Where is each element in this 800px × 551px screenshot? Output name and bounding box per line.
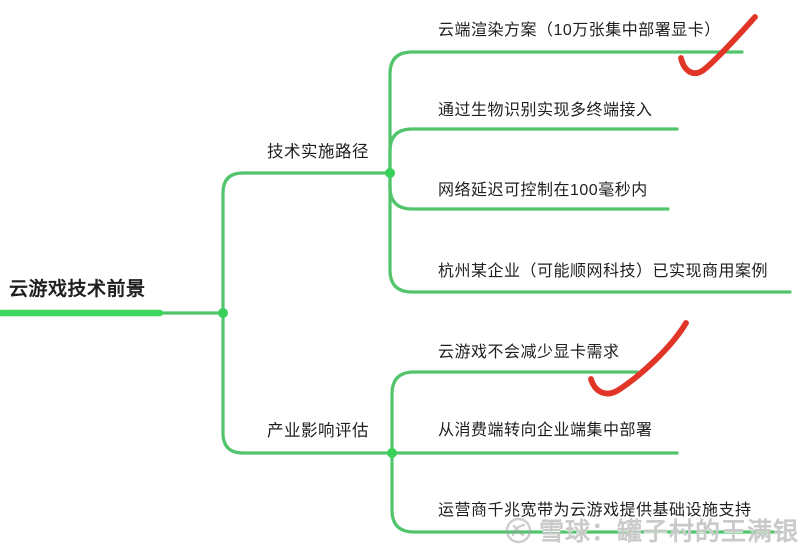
- red-checkmark-icon: [588, 320, 689, 397]
- connector-root-to-branch1: [221, 171, 392, 315]
- mindmap-root-node[interactable]: 云游戏技术前景: [9, 279, 146, 300]
- mindmap-leaf-hangzhou-case[interactable]: 杭州某企业（可能顺网科技）已实现商用案例: [438, 263, 769, 280]
- connector-root-to-branch2: [221, 311, 394, 455]
- junction-dot-branch1[interactable]: [385, 168, 395, 178]
- connector-branch2-to-leaf5: [390, 370, 639, 455]
- junction-dot-root[interactable]: [218, 308, 228, 318]
- mindmap-leaf-gigabit-broadband[interactable]: 运营商千兆宽带为云游戏提供基础设施支持: [438, 502, 752, 519]
- connector-branch1-to-leaf1: [388, 50, 744, 175]
- red-checkmark-icon: [678, 14, 758, 76]
- mindmap-branch-industry-impact[interactable]: 产业影响评估: [267, 422, 369, 440]
- connector-branch1-to-leaf2: [388, 127, 679, 175]
- mindmap-branch-tech-path[interactable]: 技术实施路径: [267, 143, 369, 161]
- mindmap-leaf-network-latency[interactable]: 网络延迟可控制在100毫秒内: [438, 182, 648, 199]
- connector-branch2-to-leaf7: [390, 451, 782, 534]
- mindmap-leaf-cloud-rendering[interactable]: 云端渲染方案（10万张集中部署显卡）: [438, 22, 721, 39]
- mindmap-leaf-enterprise-deployment[interactable]: 从消费端转向企业端集中部署: [438, 422, 653, 439]
- mindmap-leaf-gpu-demand[interactable]: 云游戏不会减少显卡需求: [438, 344, 620, 361]
- mindmap-leaf-biometric-access[interactable]: 通过生物识别实现多终端接入: [438, 102, 653, 119]
- connector-branch1-to-leaf4: [388, 171, 792, 294]
- junction-dot-branch2[interactable]: [387, 448, 397, 458]
